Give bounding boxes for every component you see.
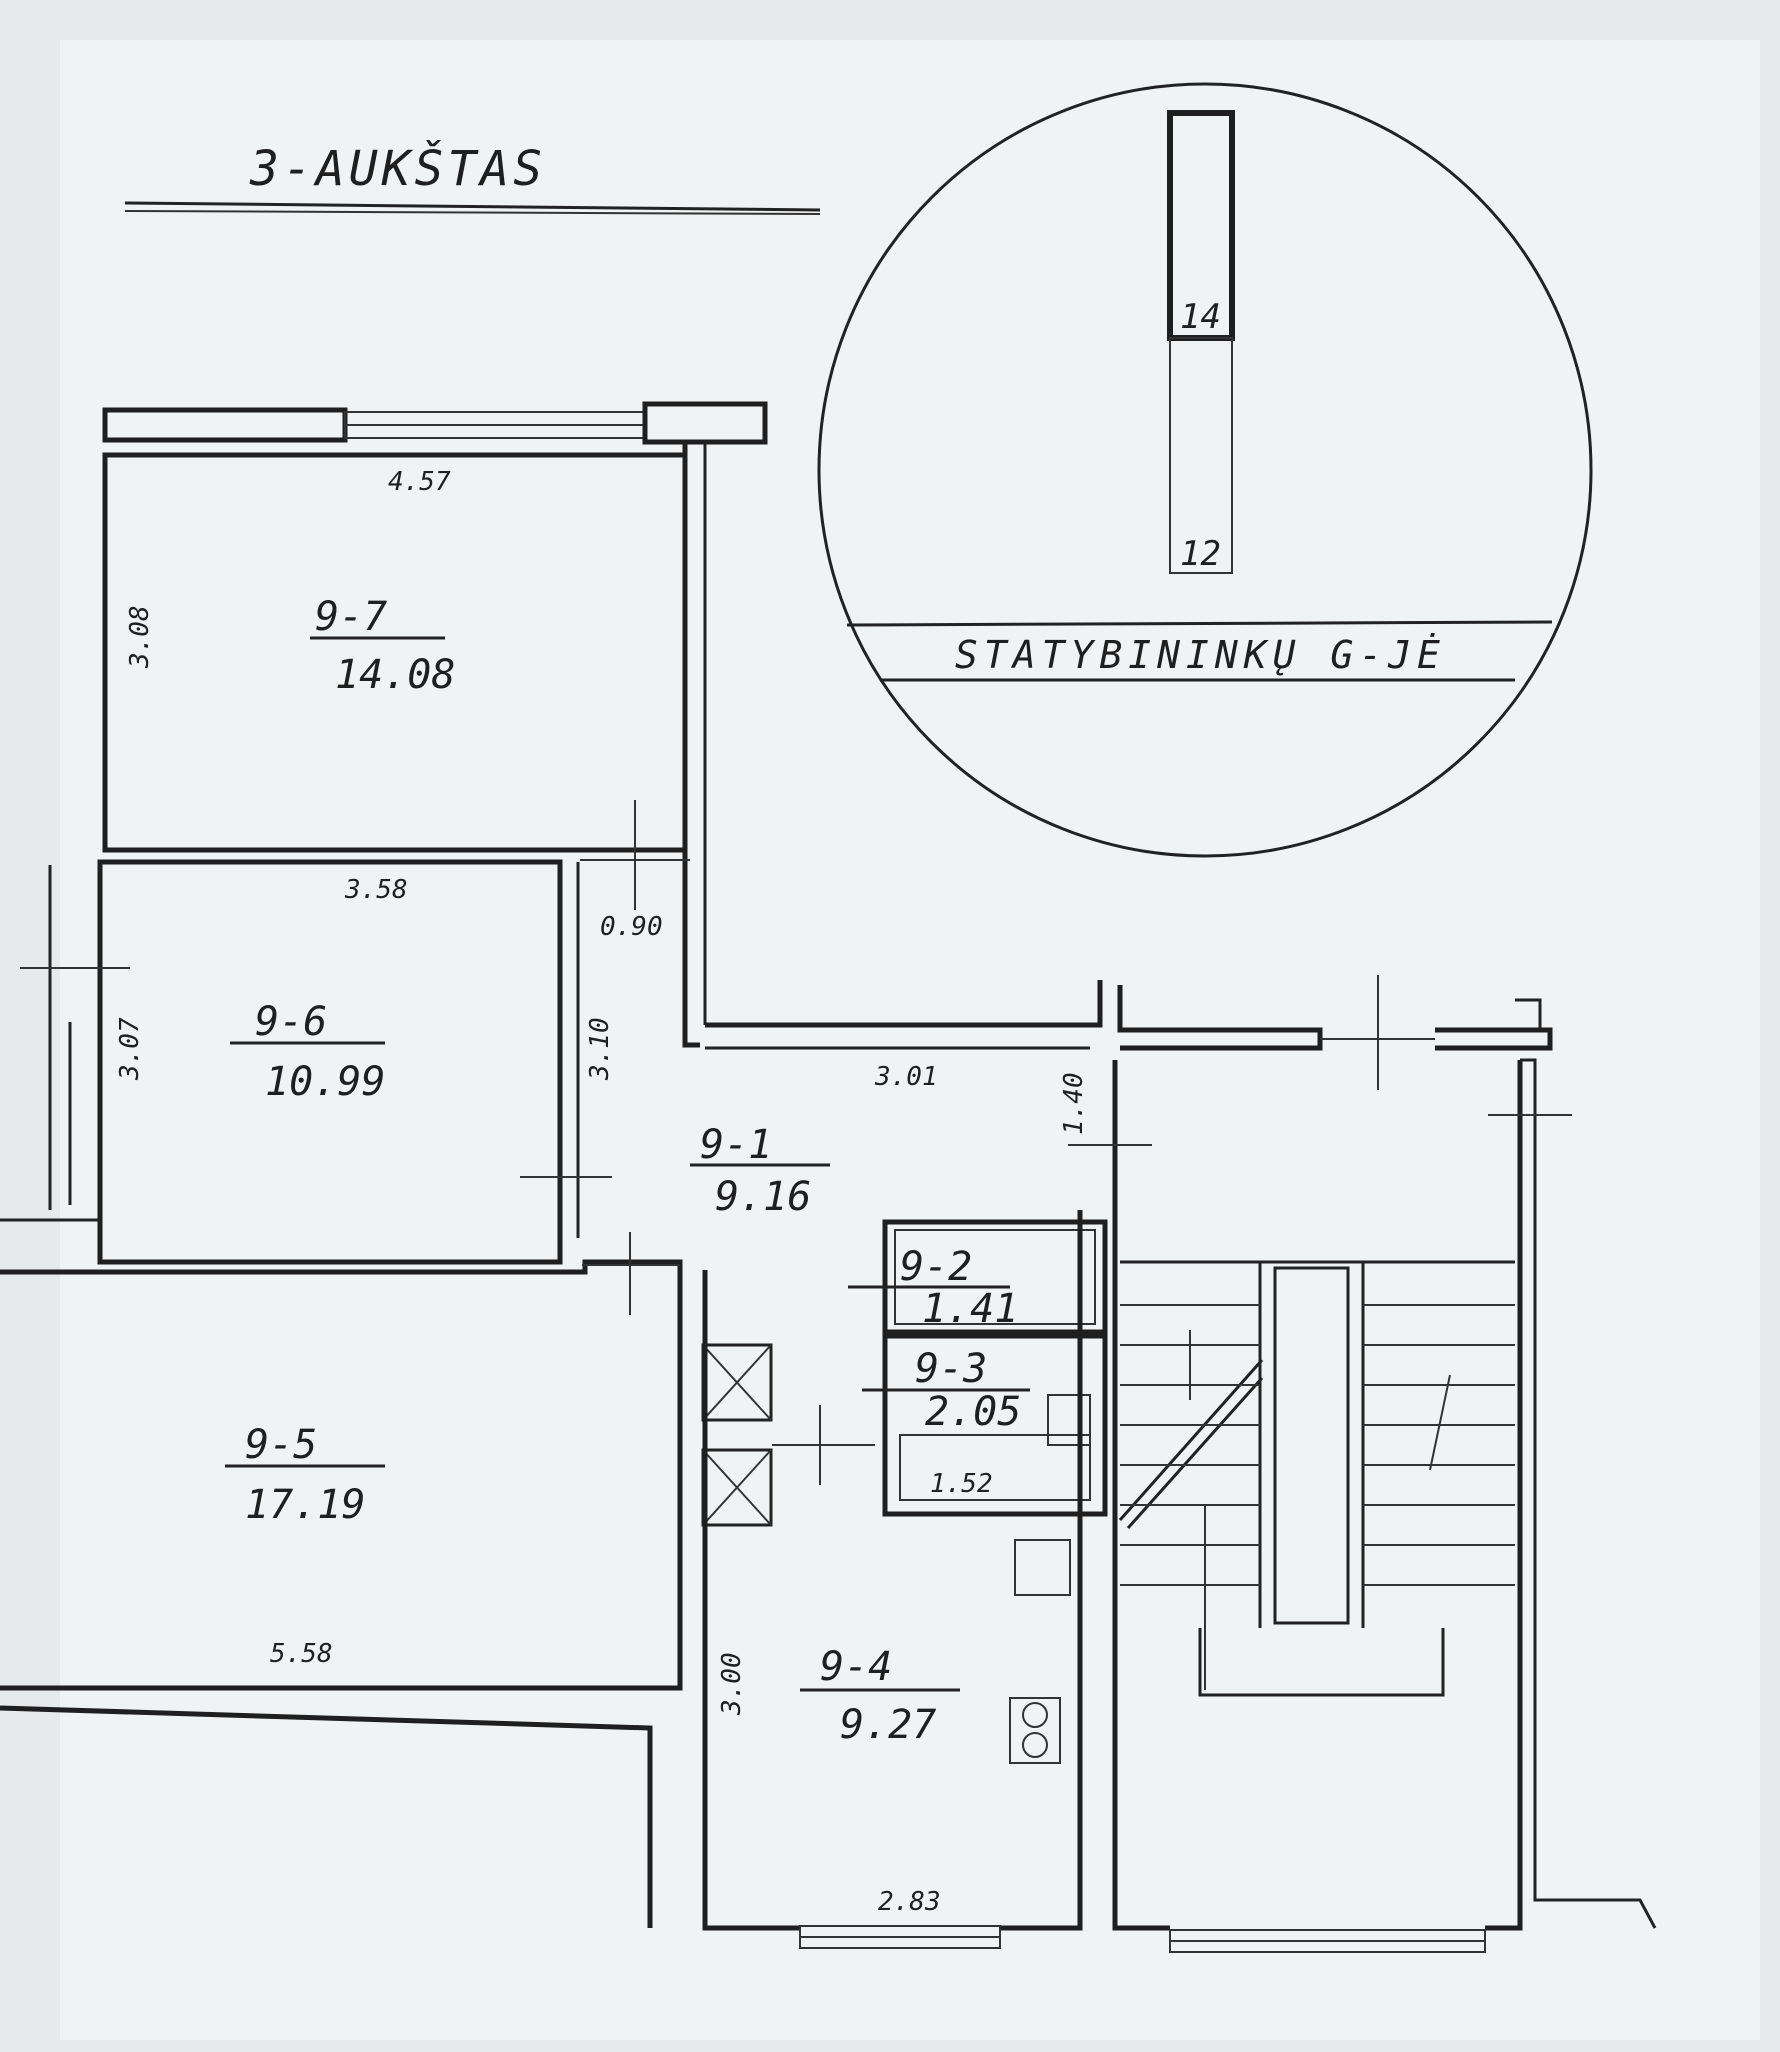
stair-arrow-line	[1118, 1359, 1264, 1521]
room-9-5-id: 9-5	[245, 1422, 317, 1468]
corridor-top-wall	[705, 980, 1103, 1028]
dim-0-90: 0.90	[600, 912, 663, 942]
room-9-7: 9-7 14.08	[310, 594, 455, 698]
room-9-5-outline	[0, 1259, 683, 1691]
room-9-2-outline	[882, 1219, 1108, 1335]
stairwell-right-wall	[1485, 1060, 1523, 1931]
stove	[1009, 1697, 1061, 1764]
dim-3-01: 3.01	[874, 1062, 938, 1092]
room-9-4: 9-4 9.27	[800, 1644, 960, 1748]
room-9-1: 9-1 9.16	[690, 1122, 830, 1220]
room-9-3-id: 9-3	[915, 1346, 987, 1392]
floor-title: 3-AUKŠTAS	[249, 140, 546, 197]
room-9-6-area: 10.99	[265, 1059, 385, 1105]
stairwell-left-wall	[1112, 1060, 1170, 1931]
building-14-label: 14	[1180, 297, 1221, 337]
room-9-7-id: 9-7	[315, 594, 387, 640]
room-9-1-area: 9.16	[715, 1174, 811, 1220]
dimensions: 4.57 3.08 3.58 0.90 3.07 3.10 3.01 1.40 …	[115, 467, 1089, 1917]
corridor-wall-left	[682, 440, 700, 1048]
street-name: STATYBININKŲ G-JĖ	[955, 633, 1446, 677]
room-9-5-area: 17.19	[245, 1482, 365, 1528]
room-9-5: 9-5 17.19	[225, 1422, 385, 1528]
room-9-3: 9-3 2.05	[862, 1346, 1030, 1435]
dim-1-40: 1.40	[1059, 1072, 1089, 1135]
dim-3-00: 3.00	[717, 1652, 747, 1716]
door-ticks	[20, 800, 1572, 1485]
dim-5-58: 5.58	[270, 1639, 333, 1669]
kitchen-right-wall	[1000, 1210, 1083, 1931]
building-12	[1169, 337, 1233, 574]
room-9-6-id: 9-6	[255, 999, 327, 1045]
stair-treads	[1120, 1304, 1515, 1690]
room-9-3-outline	[882, 1333, 1108, 1517]
room-9-3-area: 2.05	[925, 1389, 1021, 1435]
room-9-2: 9-2 1.41	[848, 1244, 1018, 1332]
room-9-6: 9-6 10.99	[230, 999, 385, 1105]
bathtub	[899, 1434, 1091, 1501]
paper	[60, 40, 1760, 2040]
room-9-2-area: 1.41	[922, 1286, 1018, 1332]
room-9-4-id: 9-4	[820, 1644, 892, 1690]
toilet	[1047, 1394, 1091, 1446]
walls	[0, 401, 1657, 1953]
stair-well-opening	[1273, 1266, 1350, 1625]
street-line-top	[846, 620, 1553, 627]
title-underline	[124, 201, 821, 212]
dim-3-58: 3.58	[344, 875, 408, 905]
dim-1-52: 1.52	[930, 1469, 993, 1499]
dim-3-08: 3.08	[125, 605, 155, 669]
room-9-4-area: 9.27	[840, 1702, 936, 1748]
kitchen-left-wall	[702, 1270, 800, 1931]
sink	[1014, 1539, 1071, 1596]
site-plan-circle	[817, 82, 1593, 858]
building-12-label: 12	[1180, 534, 1221, 574]
dim-3-07: 3.07	[115, 1017, 145, 1081]
dim-4-57: 4.57	[388, 467, 451, 497]
room-9-2-id: 9-2	[900, 1244, 972, 1290]
dim-2-83: 2.83	[878, 1887, 941, 1917]
room-9-1-id: 9-1	[700, 1122, 772, 1168]
site-plan: STATYBININKŲ G-JĖ 14 12	[817, 82, 1593, 858]
title-underline-2	[124, 210, 821, 215]
dim-3-10: 3.10	[585, 1017, 615, 1081]
room-9-7-area: 14.08	[335, 652, 455, 698]
